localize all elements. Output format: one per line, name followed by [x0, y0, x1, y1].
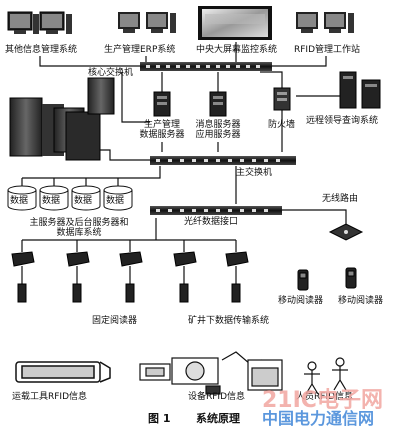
wireless-router-icon: [328, 223, 364, 241]
figure-number: 图 1: [148, 412, 171, 425]
msg-app-server-label: 消息服务器应用服务器: [195, 120, 241, 140]
main-switch-label: 主交换机: [236, 168, 273, 178]
computer-icon: [118, 12, 176, 33]
database-label: 数据: [10, 196, 29, 206]
big-screen-label: 中央大屏幕监控系统: [196, 45, 278, 55]
connection-lines: [21, 42, 350, 284]
underground-transfer-label: 矿井下数据传输系统: [188, 316, 270, 326]
computer-icon: [7, 11, 72, 34]
mobile-reader-label: 移动阅读器: [278, 296, 324, 306]
vehicle-icon: [15, 361, 111, 383]
vehicle-rfid-label: 运载工具RFID信息: [12, 392, 88, 402]
fixed-reader-icon: [11, 251, 249, 303]
fiber-port-bus: [150, 206, 282, 215]
mobile-reader-icon: [297, 267, 357, 291]
personnel-icon: [304, 357, 348, 395]
firewall-icon: [273, 87, 291, 111]
remote-computers-icon: [339, 71, 381, 109]
personnel-rfid-label: 人员RFID信息: [296, 392, 354, 402]
wireless-router-label: 无线路由: [322, 194, 359, 204]
big-screen-icon: [198, 6, 272, 40]
equipment-rfid-label: 设备RFID信息: [188, 392, 246, 402]
erp-system-label: 生产管理ERP系统: [104, 45, 176, 55]
watermark-text: 21IC电子网: [262, 388, 383, 413]
remote-query-label: 远程领导查询系统: [306, 116, 379, 126]
database-label: 数据: [74, 196, 93, 206]
computer-icon: [296, 12, 354, 33]
equipment-icon: [139, 351, 283, 395]
other-info-system-label: 其他信息管理系统: [5, 45, 78, 55]
fiber-port-label: 光纤数据接口: [184, 217, 239, 227]
mobile-reader-label: 移动阅读器: [338, 296, 384, 306]
rfid-station-label: RFID管理工作站: [294, 45, 361, 55]
prod-data-server-label: 生产管理数据服务器: [139, 120, 185, 140]
figure-title: 系统原理: [196, 412, 240, 425]
server-tower-icon: [153, 91, 227, 117]
watermark-text: 中国电力通信网: [262, 409, 375, 428]
main-servers-label: 主服务器及后台服务器和数据库系统: [29, 218, 129, 238]
fixed-reader-label: 固定阅读器: [92, 316, 138, 326]
firewall-label: 防火墙: [268, 120, 296, 130]
database-label: 数据: [42, 196, 61, 206]
database-label: 数据: [106, 196, 125, 206]
main-switch-bus: [150, 156, 296, 165]
server-rack-icon: [9, 77, 115, 161]
core-switch-label: 核心交换机: [88, 68, 134, 78]
core-switch-bus: [140, 62, 272, 71]
database-icon: [7, 185, 133, 211]
